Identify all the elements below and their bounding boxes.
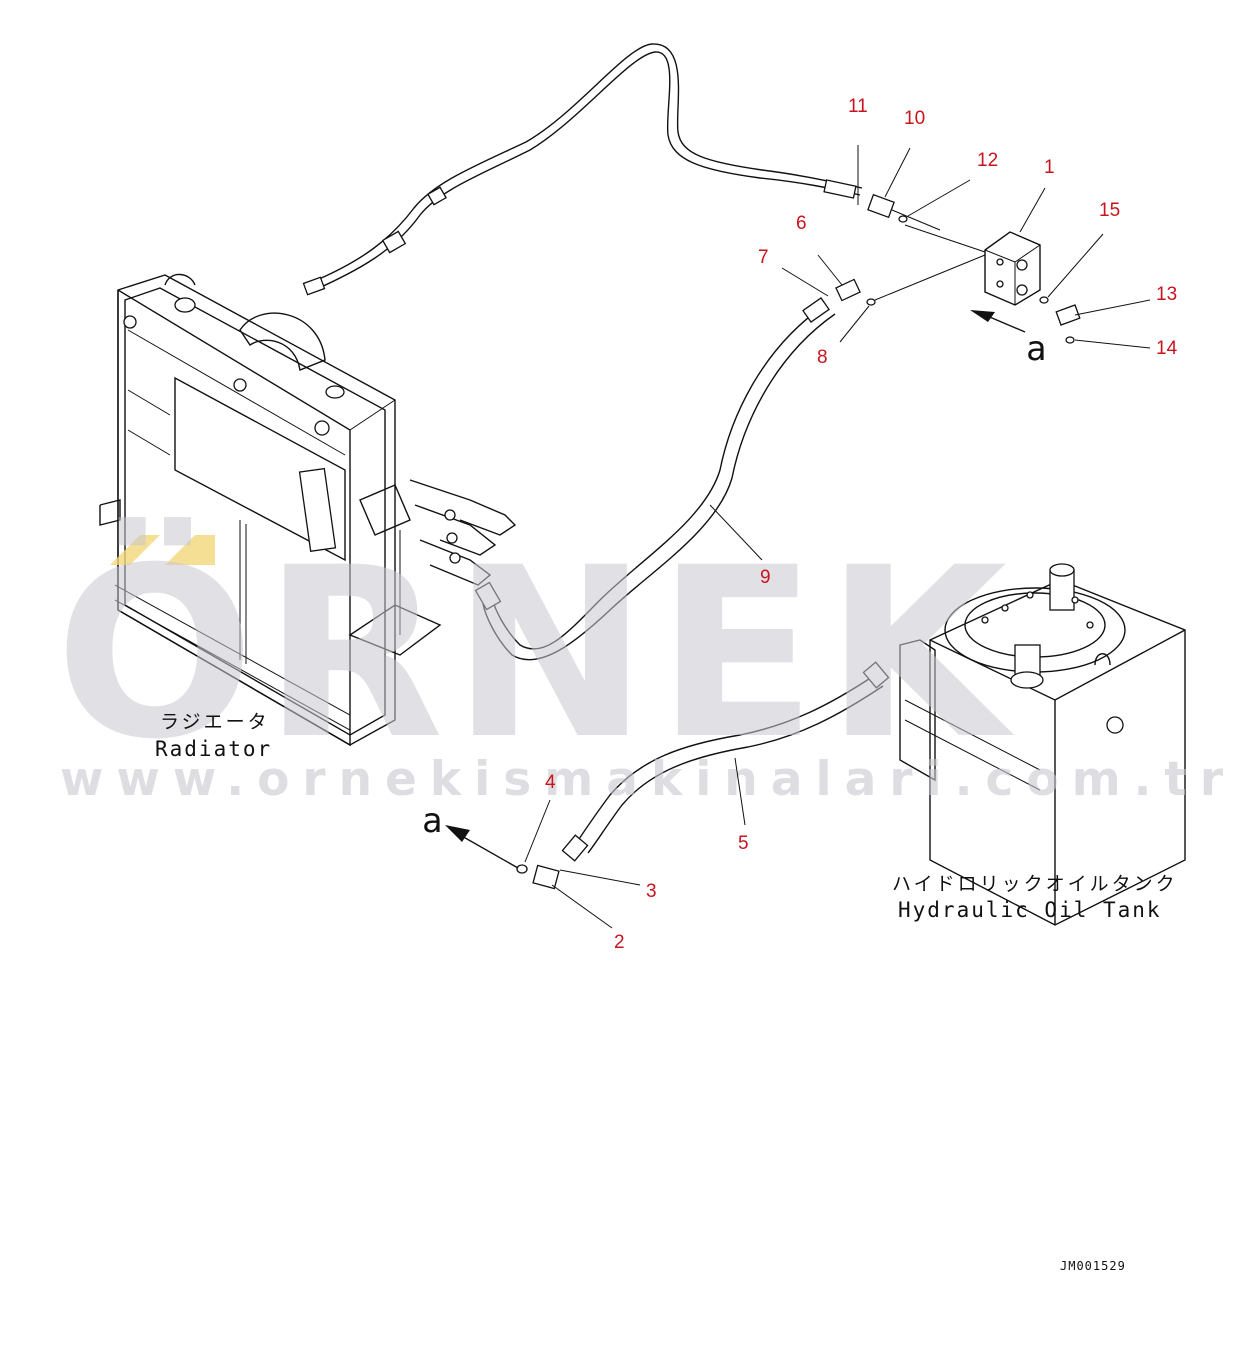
watermark-url: www.ornekismakinalari.com.tr bbox=[60, 752, 1236, 807]
radiator-drawing bbox=[99, 273, 517, 747]
valve-block-drawing bbox=[835, 193, 1081, 344]
watermark: ÖRNEK www.ornekismakinalari.com.tr bbox=[55, 516, 1236, 807]
callout-15: 15 bbox=[1099, 200, 1120, 221]
callout-6: 6 bbox=[796, 213, 807, 234]
view-arrow-label-top: a bbox=[1026, 329, 1046, 369]
drawing-code: JM001529 bbox=[1060, 1259, 1126, 1273]
hose-9-drawing bbox=[474, 297, 836, 661]
callout-10: 10 bbox=[904, 108, 925, 129]
callout-9: 9 bbox=[760, 567, 771, 588]
callout-8: 8 bbox=[817, 347, 828, 368]
labels: ラジエータ Radiator ハイドロリックオイルタンク Hydraulic O… bbox=[155, 329, 1178, 1273]
callout-13: 13 bbox=[1156, 284, 1177, 305]
callout-4: 4 bbox=[545, 772, 556, 793]
callout-1: 1 bbox=[1044, 157, 1055, 178]
callout-14: 14 bbox=[1156, 338, 1178, 359]
callout-7: 7 bbox=[758, 247, 769, 268]
callout-11: 11 bbox=[848, 96, 868, 117]
upper-tube-drawing bbox=[302, 43, 863, 296]
lower-fittings-drawing bbox=[445, 825, 560, 890]
tank-label-jp: ハイドロリックオイルタンク bbox=[892, 873, 1178, 895]
radiator-label-jp: ラジエータ bbox=[160, 711, 270, 733]
callout-3: 3 bbox=[646, 881, 657, 902]
watermark-accent-left bbox=[110, 535, 160, 565]
hose-5-drawing bbox=[561, 661, 890, 862]
watermark-brand: ÖRNEK bbox=[55, 516, 1015, 791]
callouts: 1 2 3 4 5 6 7 8 9 10 11 12 13 14 15 bbox=[545, 96, 1178, 953]
tank-label-en: Hydraulic Oil Tank bbox=[898, 898, 1162, 922]
callout-2: 2 bbox=[614, 932, 625, 953]
view-arrow-label-bottom: a bbox=[422, 801, 442, 841]
callout-12: 12 bbox=[977, 150, 998, 171]
watermark-accent-right bbox=[165, 535, 215, 565]
hydraulic-tank-drawing bbox=[899, 563, 1186, 926]
leader-lines bbox=[524, 145, 1151, 929]
callout-5: 5 bbox=[738, 833, 749, 854]
radiator-label-en: Radiator bbox=[155, 737, 272, 761]
